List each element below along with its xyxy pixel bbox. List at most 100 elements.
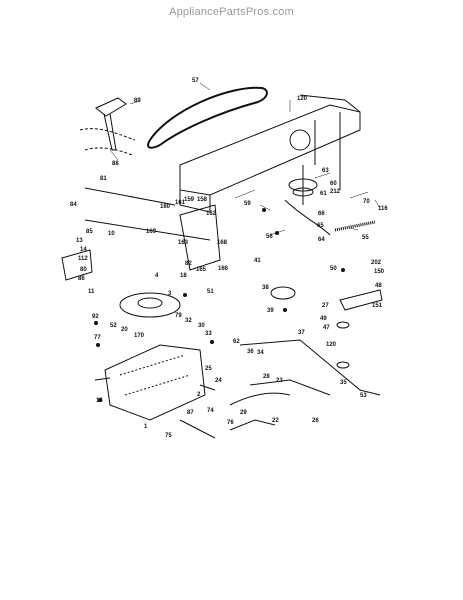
part-label-168: 168: [217, 240, 228, 246]
part-label-52: 52: [110, 323, 117, 329]
frame-crossmember: [299, 94, 361, 190]
part-label-88: 88: [112, 161, 119, 167]
part-label-26: 26: [312, 418, 319, 424]
part-label-38: 38: [262, 285, 269, 291]
part-label-20: 20: [121, 327, 128, 333]
bolt: [275, 231, 279, 235]
part-label-33: 33: [205, 331, 212, 337]
part-label-120b: 120: [326, 342, 337, 348]
part-label-75: 75: [165, 433, 172, 439]
part-label-112: 112: [78, 256, 88, 262]
part-label-74: 74: [207, 408, 214, 414]
part-label-65: 65: [317, 223, 324, 229]
clutch-bracket-left: [61, 249, 93, 281]
cable: [229, 392, 291, 406]
part-label-64: 64: [318, 237, 325, 243]
part-label-25: 25: [205, 366, 212, 372]
watermark-text: AppliancePartsPros.com: [169, 6, 294, 18]
part-label-150: 150: [374, 269, 385, 275]
frame-rail-lower: [179, 190, 211, 213]
part-label-80: 80: [80, 267, 87, 273]
transmission-pulley-inner: [137, 297, 163, 309]
bolt: [210, 340, 214, 344]
brake-rod-long: [239, 339, 381, 396]
idler-pulley: [270, 286, 296, 300]
pedal-bracket: [79, 128, 136, 156]
part-label-29: 29: [240, 410, 247, 416]
part-label-37: 37: [298, 330, 305, 336]
part-label-4: 4: [155, 273, 159, 279]
bolt: [262, 208, 266, 212]
part-label-27: 27: [322, 303, 329, 309]
pedal: [95, 97, 127, 151]
drive-belt: [147, 86, 268, 149]
part-label-10: 10: [108, 231, 115, 237]
part-label-160: 160: [160, 204, 171, 210]
bolt: [341, 268, 345, 272]
part-label-212: 212: [330, 189, 341, 195]
part-label-66: 66: [318, 211, 325, 217]
part-label-158: 158: [197, 197, 208, 203]
part-label-82: 82: [185, 261, 192, 267]
part-label-2: 2: [197, 392, 201, 398]
frame-hole: [289, 129, 311, 151]
part-label-89: 89: [134, 98, 141, 104]
transmission-axle: [94, 377, 216, 391]
part-label-57: 57: [192, 78, 199, 84]
spring: [334, 220, 376, 232]
part-label-3: 3: [168, 291, 172, 297]
bolt: [283, 308, 287, 312]
part-label-18: 18: [180, 273, 187, 279]
part-label-84: 84: [70, 202, 77, 208]
part-label-34: 34: [257, 350, 264, 356]
part-label-48: 48: [375, 283, 382, 289]
part-label-87: 87: [187, 410, 194, 416]
part-label-116: 116: [378, 206, 388, 212]
part-label-161: 161: [175, 200, 186, 206]
part-label-165: 165: [196, 267, 207, 273]
part-label-76: 76: [227, 420, 234, 426]
part-label-163: 163: [178, 240, 189, 246]
bolt: [96, 343, 100, 347]
part-label-166: 166: [218, 266, 229, 272]
part-label-169: 169: [146, 229, 157, 235]
shift-rod-long: [249, 379, 331, 396]
part-label-14: 14: [80, 247, 87, 253]
part-label-1: 1: [144, 424, 148, 430]
part-label-51: 51: [207, 289, 214, 295]
part-label-36: 36: [247, 349, 254, 355]
idler-bracket: [179, 204, 221, 271]
part-label-162: 162: [206, 211, 217, 217]
part-label-202: 202: [371, 260, 382, 266]
part-label-63: 63: [322, 168, 329, 174]
part-label-56: 56: [266, 234, 273, 240]
brake-washer: [336, 361, 350, 369]
cable-lower: [229, 419, 276, 431]
part-label-60: 60: [330, 181, 337, 187]
transmission-detail: [119, 354, 191, 396]
brake-rod: [84, 219, 211, 241]
brake-spacer: [336, 321, 350, 329]
part-label-86: 86: [78, 276, 85, 282]
part-label-49: 49: [320, 316, 327, 322]
part-label-77: 77: [94, 335, 101, 341]
part-label-92: 92: [92, 314, 99, 320]
part-label-13: 13: [76, 238, 83, 244]
part-label-39: 39: [267, 308, 274, 314]
part-label-35: 35: [340, 380, 347, 386]
part-label-170: 170: [134, 333, 145, 339]
part-label-59: 59: [244, 201, 251, 207]
part-label-50: 50: [330, 266, 337, 272]
idler-arm: [284, 199, 331, 236]
part-label-11: 11: [88, 289, 95, 295]
part-label-30: 30: [198, 323, 205, 329]
bolt: [98, 398, 102, 402]
part-label-85: 85: [86, 229, 93, 235]
part-label-81: 81: [100, 176, 107, 182]
transmission: [104, 344, 206, 421]
leader-lines: [109, 82, 381, 236]
part-label-55: 55: [362, 235, 369, 241]
part-label-28: 28: [263, 374, 270, 380]
brake-arm-right: [339, 289, 383, 311]
